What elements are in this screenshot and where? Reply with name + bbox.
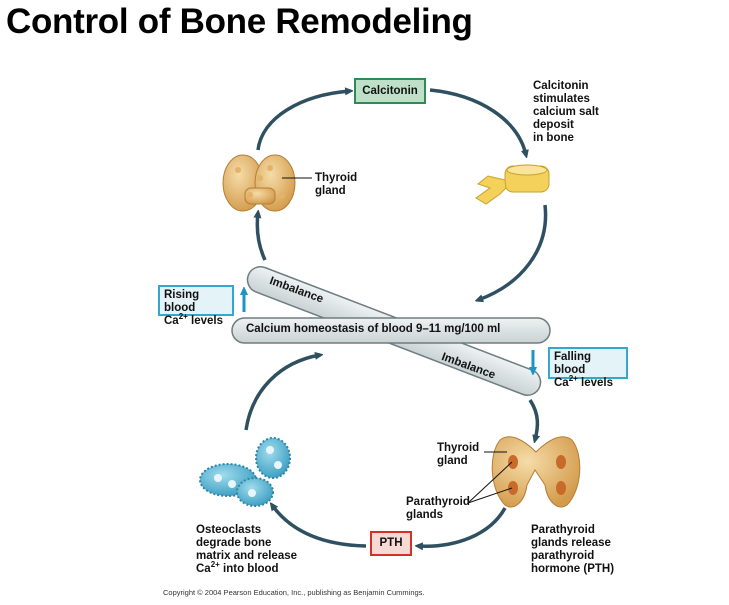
- parathyroid-glands-label: Parathyroid glands: [406, 496, 470, 521]
- copyright-notice: Copyright © 2004 Pearson Education, Inc.…: [163, 588, 425, 597]
- thyroid-gland-top-label: Thyroid gland: [315, 172, 358, 197]
- rising-line2: Ca2+ levels: [164, 312, 223, 327]
- osteoclasts-illustration: [199, 437, 291, 507]
- parathyroid-illustration: [491, 436, 581, 508]
- page-title: Control of Bone Remodeling: [6, 2, 473, 41]
- arrow-thyroid-to-calcitonin: [256, 91, 350, 151]
- falling-blood-box: Falling blood Ca2+ levels: [548, 347, 628, 389]
- osteoclasts-label: Osteoclasts degrade bone matrix and rele…: [196, 524, 298, 575]
- arrow-pth-to-osteoclasts: [272, 505, 367, 548]
- arrow-bone-to-homeostasis: [478, 204, 548, 300]
- calcitonin-box-label: Calcitonin: [362, 84, 418, 97]
- arrow-parathyroid-to-pth: [418, 507, 507, 546]
- homeostasis-label: Calcium homeostasis of blood 9–11 mg/100…: [246, 323, 501, 335]
- thyroid-gland-bottom-label: Thyroid gland: [437, 442, 480, 467]
- thyroid-gland-top-illustration: [222, 154, 296, 212]
- homeostasis-bar: [231, 317, 551, 344]
- calcitonin-action-label: Calcitonin stimulates calcium salt depos…: [533, 80, 599, 144]
- arrow-imbalance-to-thyroid: [257, 213, 267, 261]
- falling-line2: Ca2+ levels: [554, 374, 613, 389]
- bone-illustration: [475, 164, 550, 205]
- rising-blood-box: Rising blood Ca2+ levels: [158, 285, 234, 327]
- parathyroid-pointer-2: [467, 461, 513, 504]
- falling-line1: Falling blood: [554, 351, 592, 376]
- parathyroid-pointer-1: [467, 487, 513, 504]
- parathyroid-release-label: Parathyroid glands release parathyroid h…: [531, 524, 615, 575]
- rising-line1: Rising blood: [164, 289, 200, 314]
- arrow-imbalance-to-parathyroid: [528, 399, 537, 440]
- arrow-osteoclasts-to-homeostasis: [244, 355, 320, 431]
- arrow-calcitonin-to-bone: [429, 88, 526, 155]
- pth-box-label: PTH: [379, 537, 403, 549]
- pth-box: PTH: [370, 531, 412, 556]
- calcitonin-box: Calcitonin: [354, 78, 426, 104]
